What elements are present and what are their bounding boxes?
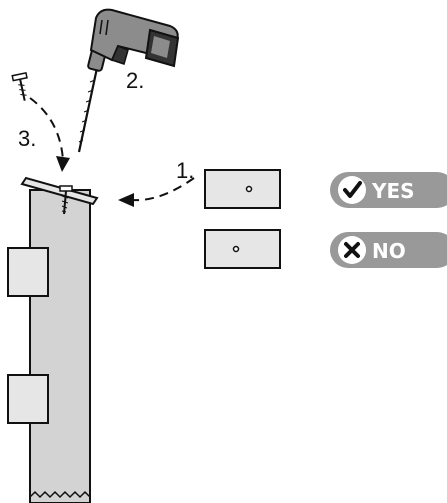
plate-option-incorrect [204, 229, 281, 269]
post [29, 189, 91, 503]
yes-label: YES [371, 179, 415, 203]
hole-icon [245, 185, 253, 193]
installed-screw-icon [59, 185, 73, 215]
x-icon [338, 236, 366, 264]
no-badge: NO [330, 232, 447, 268]
drill-icon [77, 8, 180, 153]
step1-arrow [118, 177, 195, 207]
upper-bracket [7, 247, 49, 297]
step3-label: 3. [18, 126, 36, 151]
yes-badge: YES [330, 172, 447, 208]
lower-bracket [7, 374, 49, 424]
step1-label: 1. [176, 158, 194, 183]
check-icon [338, 176, 366, 204]
step2-label: 2. [126, 68, 144, 93]
plate-option-correct [204, 169, 281, 209]
step3-arrow [29, 97, 70, 172]
screw-icon [11, 71, 28, 101]
no-label: NO [372, 239, 406, 263]
hole-icon [232, 245, 240, 253]
